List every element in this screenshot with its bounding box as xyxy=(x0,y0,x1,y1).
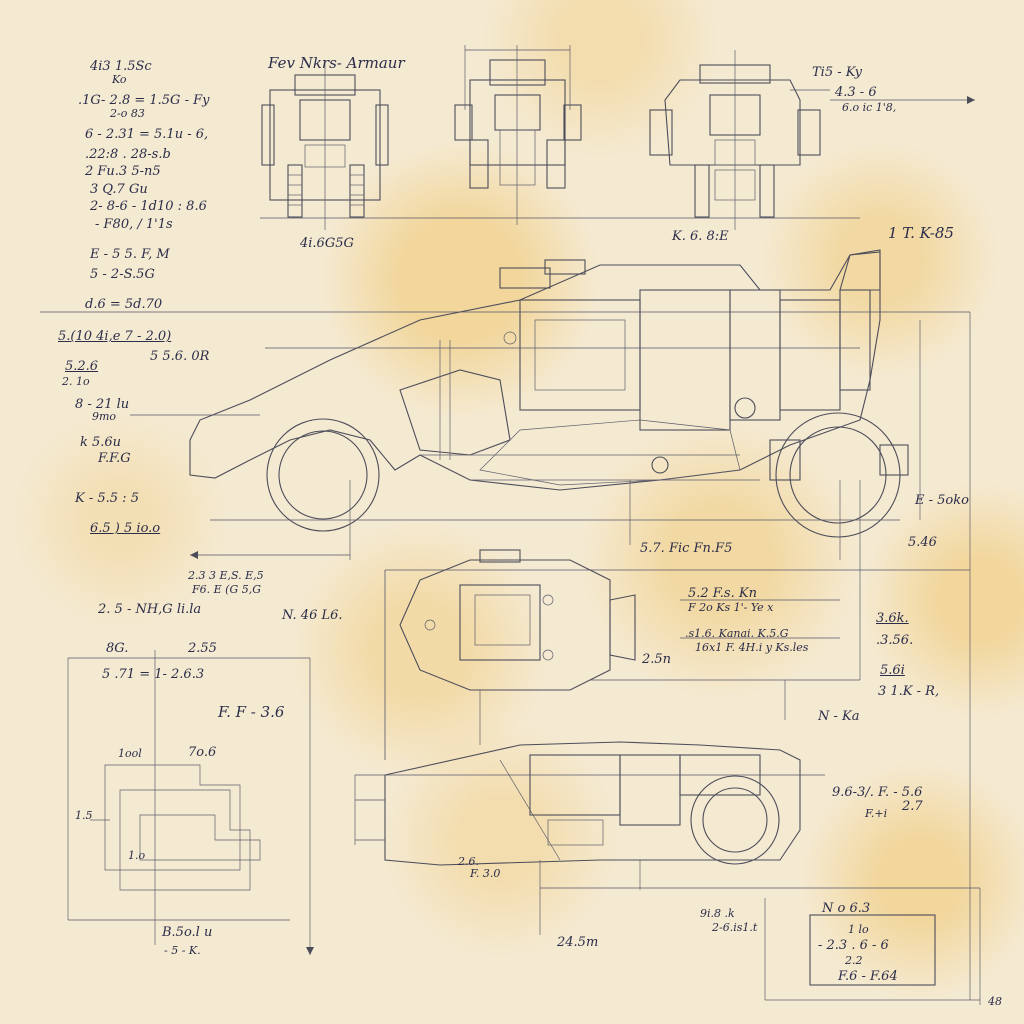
note-6: .22:8 . 28-s.b xyxy=(85,147,171,162)
note-39: 2.5n xyxy=(642,652,672,667)
note-40: .s1.6. Kanai. K.5.G xyxy=(685,627,789,640)
note-60: B.5o.l u xyxy=(162,925,213,940)
note-37: 5.2 F.s. Kn xyxy=(688,586,757,601)
note-17: 2. 1o xyxy=(62,375,90,388)
note-13: d.6 = 5d.70 xyxy=(85,297,163,312)
note-32: 5.46 xyxy=(908,535,937,550)
note-27: Ti5 - Ky xyxy=(812,65,862,80)
note-14: 5.(10 4i,e 7 - 2.0) xyxy=(58,329,172,344)
table-row-2: - 2.3 . 6 - 6 xyxy=(818,938,889,953)
note-41: 16x1 F. 4H.i y Ks.les xyxy=(695,641,809,654)
note-15: 5 5.6. 0R xyxy=(150,349,210,364)
bottom-right-table xyxy=(764,898,980,1001)
note-10: - F80, / 1'1s xyxy=(95,217,173,232)
note-51: 2.55 xyxy=(188,641,217,656)
note-52: 5 .71 = 1- 2.6.3 xyxy=(102,667,205,682)
note-44: 5.6i xyxy=(880,663,905,678)
note-64: 2-6.is1.t xyxy=(712,921,758,934)
table-header: N o 6.3 xyxy=(822,901,871,916)
note-33: 2.3 3 E,S. E,5 xyxy=(188,569,264,582)
table-row-1: 1 lo xyxy=(848,923,869,936)
note-42: 3.6k. xyxy=(876,611,909,626)
note-12: 5 - 2-S.5G xyxy=(90,267,155,282)
lower-side-view xyxy=(354,680,981,1005)
note-38: F 2o Ks 1'- Ye x xyxy=(688,601,774,614)
table-row-4: F.6 - F.64 xyxy=(838,969,898,984)
note-34: F6. E (G 5,G xyxy=(192,583,262,596)
note-22: K - 5.5 : 5 xyxy=(75,491,139,506)
front-view-center xyxy=(454,45,582,225)
note-3: .1G- 2.8 = 1.5G - Fy xyxy=(78,93,210,108)
note-59: F. 3.0 xyxy=(470,867,501,880)
note-19: 9mo xyxy=(92,410,117,423)
note-28: 4.3 - 6 xyxy=(835,85,877,100)
note-24: 4i.6G5G xyxy=(300,236,354,251)
note-45: 3 1.K - R, xyxy=(878,684,940,699)
note-43: .3.56. xyxy=(876,633,914,648)
note-53: F. F - 3.6 xyxy=(218,703,285,721)
note-11: E - 5 5. F, M xyxy=(90,247,170,262)
drawing-title: Fev Nkrs- Armaur xyxy=(268,54,405,72)
note-4: 2-o 83 xyxy=(110,107,145,120)
note-26: 1 T. K-85 xyxy=(888,224,954,242)
note-63: 9i.8 .k xyxy=(700,907,735,920)
note-62: 24.5m xyxy=(557,935,599,950)
note-2: Ko xyxy=(112,73,127,86)
note-55: 7o.6 xyxy=(188,745,217,760)
note-29: 6.o ic 1'8, xyxy=(842,101,897,114)
note-9: 2- 8-6 - 1d10 : 8.6 xyxy=(90,199,207,214)
note-58: 2.6. xyxy=(458,855,479,868)
note-25: K. 6. 8:E xyxy=(672,229,729,244)
note-54: 1ool xyxy=(118,747,142,760)
sheet-number: 48 xyxy=(988,995,1002,1008)
note-50: 8G. xyxy=(106,641,129,656)
note-46: N - Ka xyxy=(818,709,860,724)
note-35: 2. 5 - NH,G li.la xyxy=(98,602,202,617)
note-20: k 5.6u xyxy=(80,435,122,450)
note-61: - 5 - K. xyxy=(164,944,201,957)
table-row-3: 2.2 xyxy=(845,954,863,967)
note-30: 5.7. Fic Fn.F5 xyxy=(640,541,733,556)
note-18: 8 - 21 lu xyxy=(75,397,130,412)
note-5: 6 - 2.31 = 5.1u - 6, xyxy=(85,127,209,142)
note-31: E - 5oko xyxy=(915,493,969,508)
left-detail-frames xyxy=(67,650,314,955)
front-view-right xyxy=(649,50,975,230)
note-8: 3 Q.7 Gu xyxy=(90,182,148,197)
main-side-view xyxy=(40,249,971,1000)
note-36: N. 46 L6. xyxy=(282,608,343,623)
note-47: 9.6-3/. F. - 5.6 xyxy=(832,785,923,800)
note-56: 1.5 xyxy=(75,809,93,822)
note-7: 2 Fu.3 5-n5 xyxy=(85,164,161,179)
note-57: 1.o xyxy=(128,849,146,862)
note-21: F.F.G xyxy=(98,451,131,466)
note-49: F.+i xyxy=(865,807,888,820)
note-16: 5.2.6 xyxy=(65,359,99,374)
front-view-left xyxy=(261,60,389,230)
note-48: 2.7 xyxy=(902,799,923,814)
note-23: 6.5 ) 5 io.o xyxy=(90,521,161,536)
top-view xyxy=(384,549,970,760)
note-1: 4i3 1.5Sc xyxy=(90,59,152,74)
